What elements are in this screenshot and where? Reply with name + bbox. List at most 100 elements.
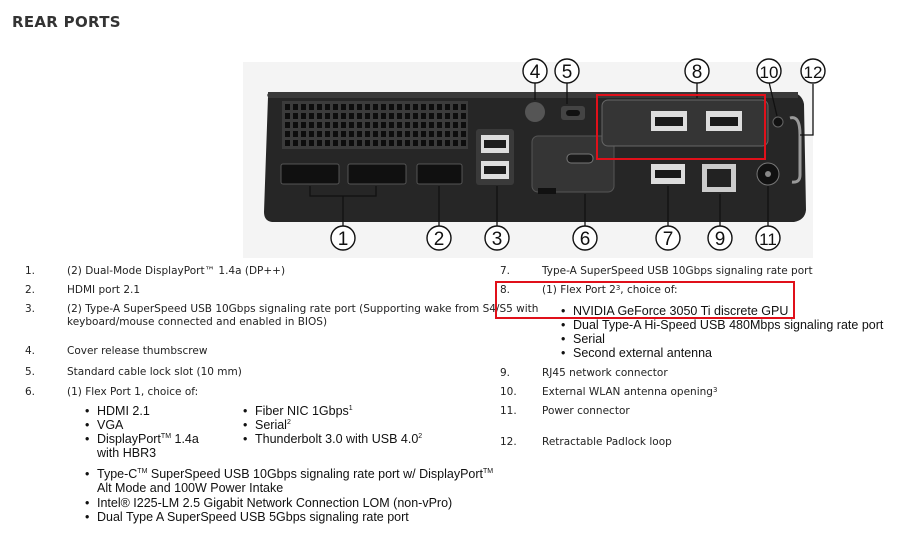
flex1-option: •Dual Type A SuperSpeed USB 5Gbps signal… xyxy=(85,510,409,524)
vent-hole xyxy=(405,131,410,137)
vent-hole xyxy=(317,140,322,146)
flex-port-1 xyxy=(531,135,615,193)
vent-hole xyxy=(389,140,394,146)
page-title: REAR PORTS xyxy=(12,13,121,31)
vent-hole xyxy=(461,140,466,146)
vent-hole xyxy=(429,140,434,146)
vent-hole xyxy=(293,122,298,128)
vent-hole xyxy=(429,104,434,110)
vent-hole xyxy=(317,104,322,110)
vent-hole xyxy=(333,113,338,119)
vent-hole xyxy=(309,140,314,146)
vent-hole xyxy=(453,104,458,110)
vent-hole xyxy=(317,122,322,128)
vent-hole xyxy=(397,113,402,119)
vent-hole xyxy=(293,104,298,110)
vent-hole xyxy=(413,113,418,119)
vent-hole xyxy=(357,113,362,119)
vent-hole xyxy=(437,140,442,146)
vent-hole xyxy=(301,122,306,128)
vent-hole xyxy=(405,104,410,110)
vent-hole xyxy=(301,113,306,119)
callout-5: 5 xyxy=(562,62,573,83)
vent-hole xyxy=(341,140,346,146)
vent-hole xyxy=(373,122,378,128)
vent-hole xyxy=(373,131,378,137)
thumbscrew xyxy=(525,102,545,122)
vent-hole xyxy=(309,104,314,110)
rear-panel-diagram: 1 2 3 4 5 6 7 8 9 10 11 12 xyxy=(243,58,826,258)
vent-hole xyxy=(293,113,298,119)
callout-2: 2 xyxy=(434,229,445,250)
callout-10: 10 xyxy=(760,63,779,82)
vent-hole xyxy=(301,131,306,137)
vent-hole xyxy=(325,131,330,137)
vent-hole xyxy=(453,131,458,137)
flex1-option: •Fiber NIC 1Gbps1 xyxy=(243,404,353,418)
flex1-option: •Serial2 xyxy=(243,418,291,432)
vent-hole xyxy=(349,113,354,119)
vent-hole xyxy=(453,122,458,128)
vent-hole xyxy=(389,113,394,119)
vent-hole xyxy=(445,104,450,110)
antenna-opening xyxy=(772,116,784,128)
vent-hole xyxy=(333,131,338,137)
flex1-option-continued: Alt Mode and 100W Power Intake xyxy=(97,481,284,495)
vent-hole xyxy=(333,104,338,110)
vent-hole xyxy=(333,122,338,128)
vent-hole xyxy=(365,140,370,146)
callout-3: 3 xyxy=(492,229,503,250)
vent-hole xyxy=(341,131,346,137)
vent-hole xyxy=(445,113,450,119)
vent-hole xyxy=(317,131,322,137)
vent-hole xyxy=(405,113,410,119)
padlock-loop xyxy=(789,116,802,184)
callout-7: 7 xyxy=(663,229,674,250)
vent-hole xyxy=(381,104,386,110)
vent-hole xyxy=(461,113,466,119)
vent-hole xyxy=(397,131,402,137)
flex2-option: •Serial xyxy=(561,332,605,346)
vent-hole xyxy=(437,113,442,119)
vent-hole xyxy=(389,104,394,110)
vent-hole xyxy=(285,104,290,110)
vent-hole xyxy=(421,113,426,119)
vent-hole xyxy=(365,113,370,119)
vent-hole xyxy=(461,122,466,128)
vent-hole xyxy=(293,131,298,137)
vent-hole xyxy=(437,122,442,128)
highlight-box-list xyxy=(495,281,795,319)
vent-hole xyxy=(365,122,370,128)
vent-hole xyxy=(285,140,290,146)
flex1-option: •DisplayPortTM 1.4a xyxy=(85,432,199,446)
vent-hole xyxy=(413,140,418,146)
vent-hole xyxy=(381,113,386,119)
vent-hole xyxy=(365,104,370,110)
vent-hole xyxy=(373,113,378,119)
vent-hole xyxy=(309,122,314,128)
callout-4: 4 xyxy=(530,62,541,83)
vent-hole xyxy=(341,104,346,110)
callout-1: 1 xyxy=(338,229,349,250)
ports-list-right: 7. Type-A SuperSpeed USB 10Gbps signalin… xyxy=(500,265,813,448)
vent-hole xyxy=(357,140,362,146)
vent-hole xyxy=(429,131,434,137)
vent-hole xyxy=(445,140,450,146)
callout-11: 11 xyxy=(759,230,777,249)
vent-hole xyxy=(357,131,362,137)
vent-hole xyxy=(421,140,426,146)
vent-hole xyxy=(357,122,362,128)
vent-hole xyxy=(349,140,354,146)
callout-6: 6 xyxy=(580,229,591,250)
vent-hole xyxy=(461,131,466,137)
ports-list-left: 1. (2) Dual-Mode DisplayPort™ 1.4a (DP++… xyxy=(25,265,539,398)
flex1-option: •Thunderbolt 3.0 with USB 4.02 xyxy=(243,432,423,446)
vent-hole xyxy=(421,122,426,128)
vent-hole xyxy=(389,131,394,137)
displayport-1 xyxy=(280,163,340,185)
vent-hole xyxy=(445,131,450,137)
vent-hole xyxy=(349,104,354,110)
vent-hole xyxy=(325,104,330,110)
vent-hole xyxy=(309,131,314,137)
vent-hole xyxy=(285,113,290,119)
